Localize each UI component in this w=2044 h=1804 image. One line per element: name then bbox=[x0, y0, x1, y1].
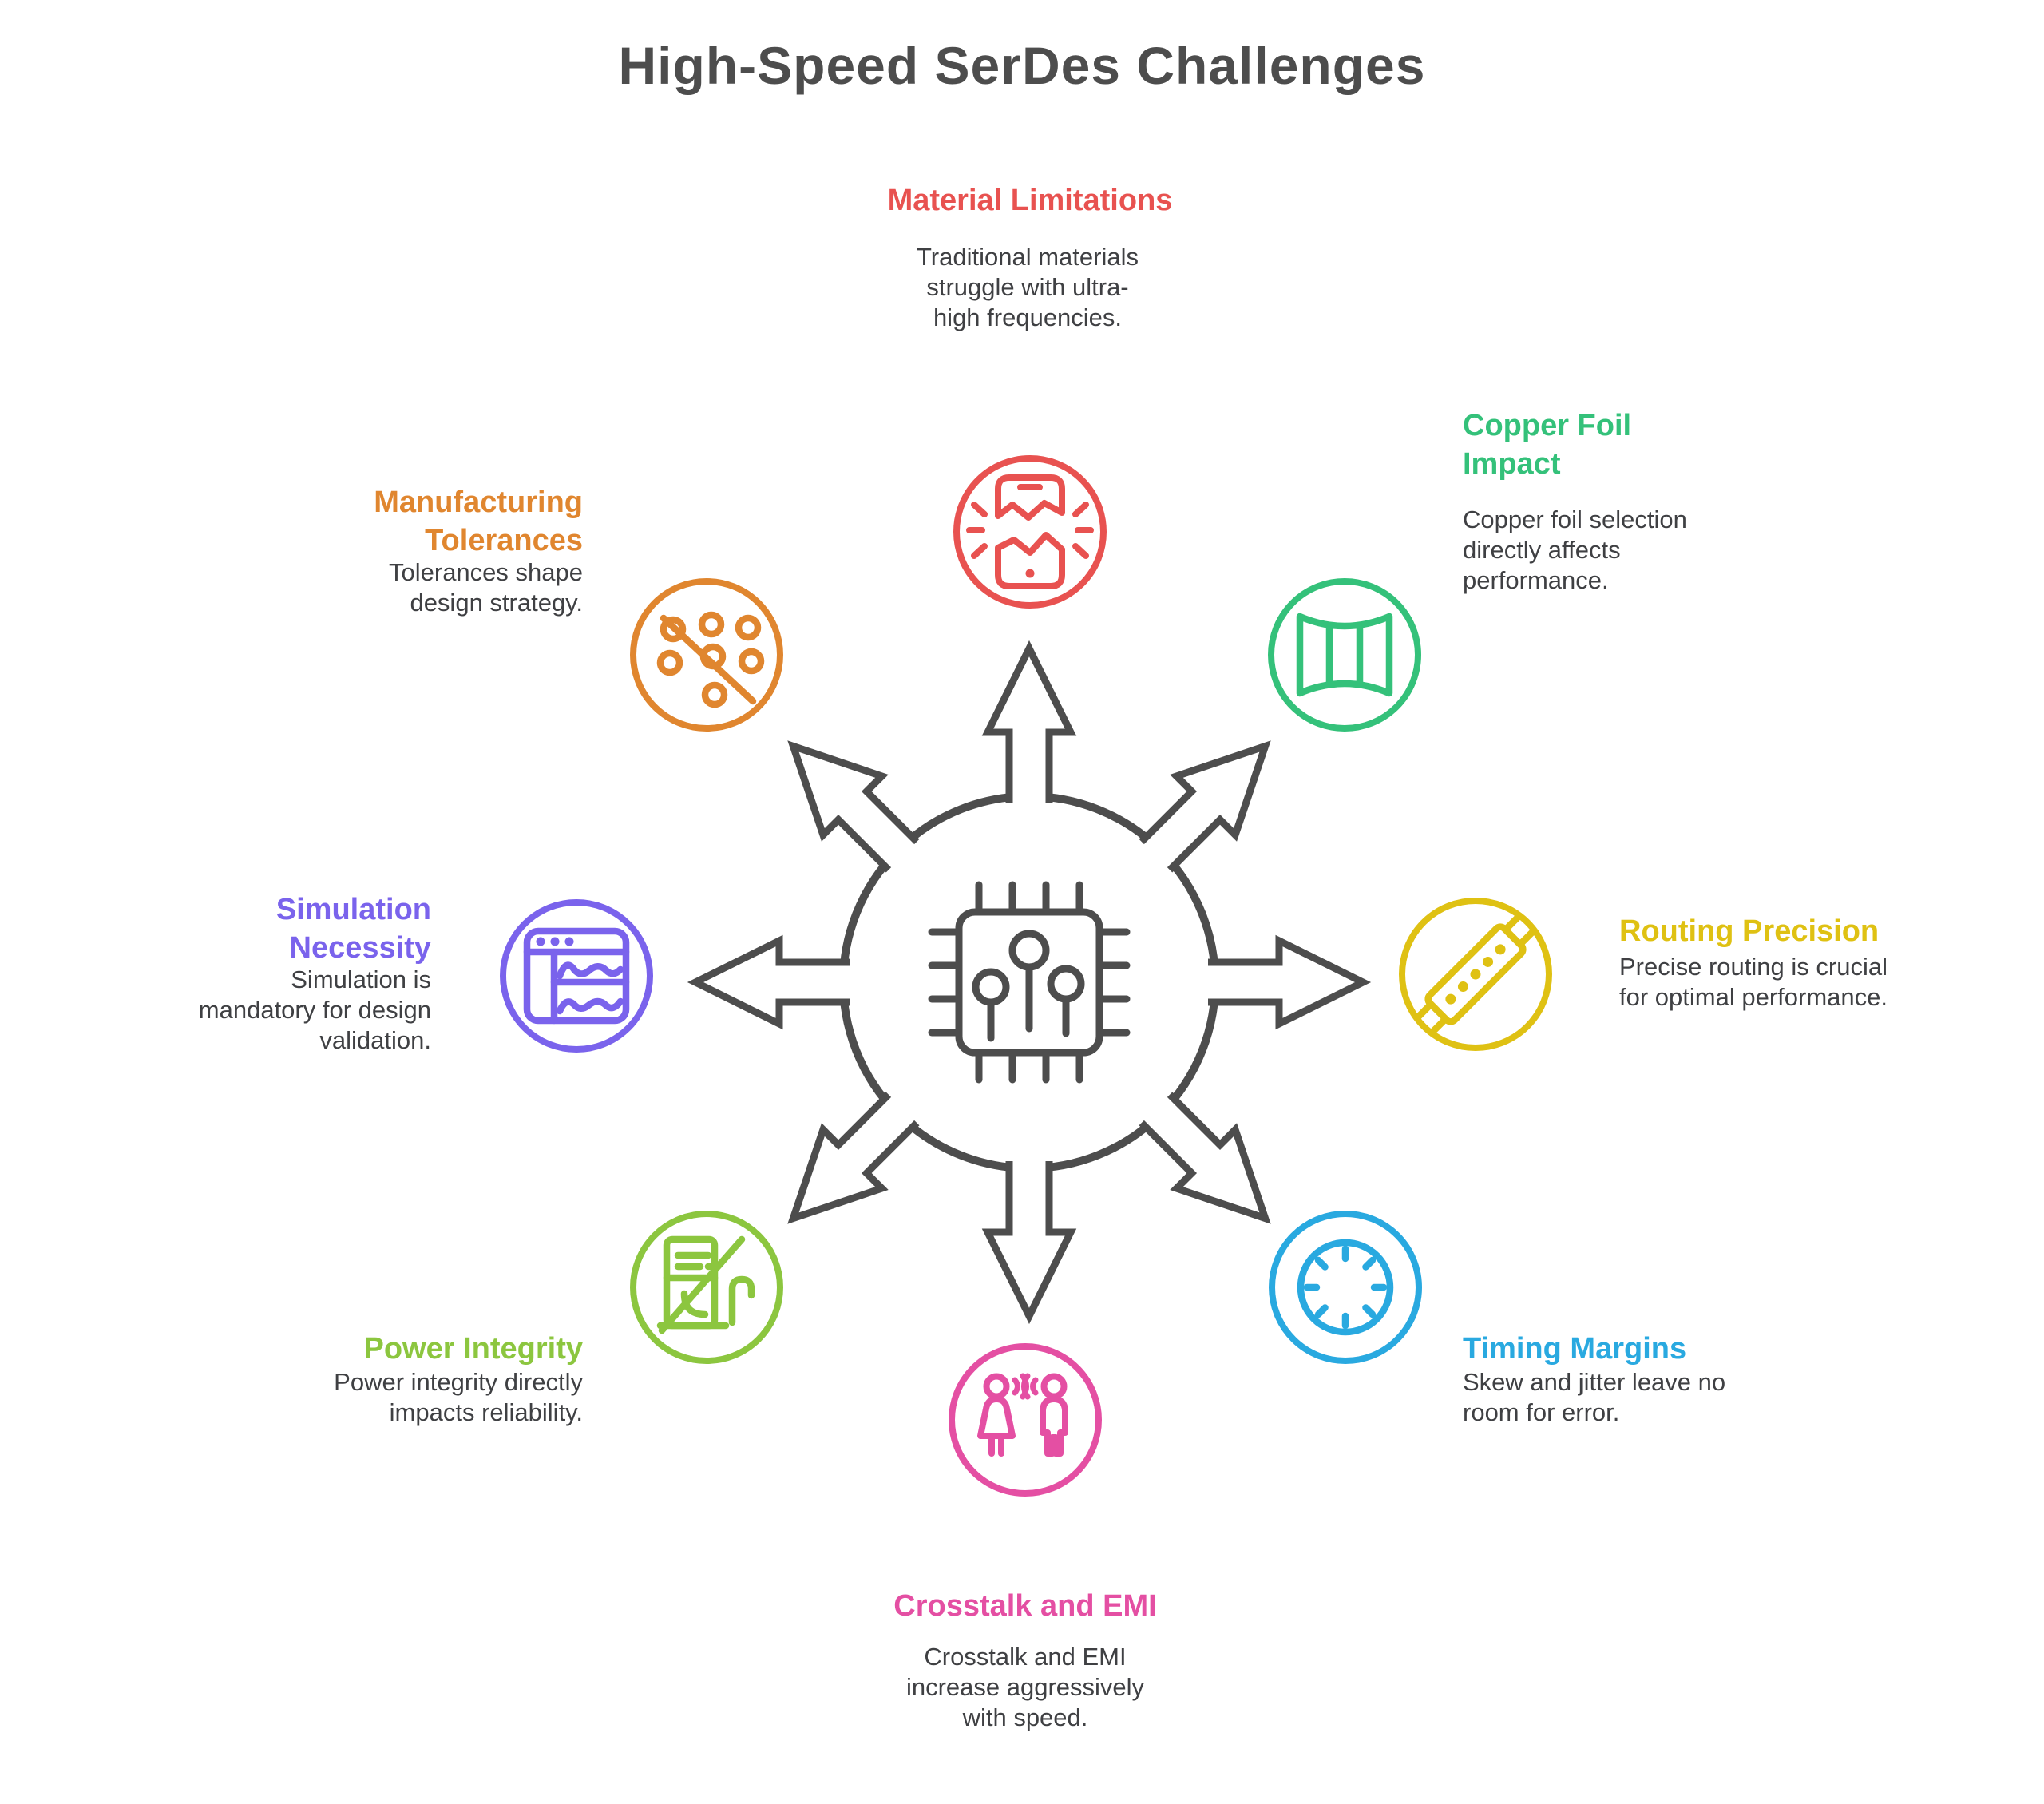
arrow-southeast-icon bbox=[1139, 1092, 1271, 1224]
material-limitations-badge bbox=[950, 452, 1110, 612]
manufacturing-tolerances-description: Tolerances shape design strategy. bbox=[389, 558, 583, 617]
material-limitations-heading: Material Limitations bbox=[887, 184, 1173, 217]
circuit-trace-icon bbox=[1399, 898, 1552, 1051]
manufacturing-tolerances-heading: Manufacturing Tolerances bbox=[374, 486, 583, 557]
circuit-chip-icon bbox=[928, 881, 1131, 1084]
routing-precision-description: Precise routing is crucial for optimal p… bbox=[1619, 953, 1888, 1011]
broken-phone-icon bbox=[953, 455, 1107, 609]
radiating-arrows bbox=[687, 640, 1372, 1325]
people-talking-icon bbox=[949, 1343, 1102, 1497]
timing-margins-heading: Timing Margins bbox=[1463, 1332, 1687, 1366]
crosstalk-and-emi-heading: Crosstalk and EMI bbox=[893, 1589, 1157, 1623]
arrow-east-icon bbox=[1208, 934, 1372, 1030]
routing-precision-heading: Routing Precision bbox=[1619, 914, 1880, 948]
waveform-window-icon bbox=[500, 899, 653, 1053]
arrow-southwest-icon bbox=[787, 1092, 920, 1224]
arrow-west-icon bbox=[687, 934, 850, 1030]
arrow-north-icon bbox=[981, 640, 1077, 803]
copper-foil-impact-heading: Copper Foil Impact bbox=[1463, 409, 1632, 481]
copper-foil-impact-description: Copper foil selection directly affects p… bbox=[1463, 506, 1687, 594]
simulation-necessity-heading: Simulation Necessity bbox=[275, 893, 431, 965]
timing-margins-description: Skew and jitter leave no room for error. bbox=[1463, 1368, 1726, 1426]
routing-precision-badge bbox=[1396, 894, 1555, 1054]
hub bbox=[670, 623, 1388, 1342]
crosstalk-and-emi-badge bbox=[945, 1340, 1105, 1500]
arrow-south-icon bbox=[981, 1161, 1077, 1325]
hub-arrows-chip-icon bbox=[687, 640, 1372, 1325]
arrow-northeast-icon bbox=[1139, 740, 1271, 873]
power-integrity-heading: Power Integrity bbox=[363, 1332, 584, 1366]
simulation-necessity-badge bbox=[497, 896, 656, 1056]
page-title: High-Speed SerDes Challenges bbox=[618, 36, 1426, 95]
material-limitations-description: Traditional materials struggle with ultr… bbox=[917, 243, 1139, 331]
arrow-northwest-icon bbox=[787, 740, 920, 873]
simulation-necessity-description: Simulation is mandatory for design valid… bbox=[198, 965, 431, 1054]
power-integrity-description: Power integrity directly impacts reliabi… bbox=[334, 1368, 583, 1426]
crosstalk-and-emi-description: Crosstalk and EMI increase aggressively … bbox=[905, 1643, 1145, 1731]
